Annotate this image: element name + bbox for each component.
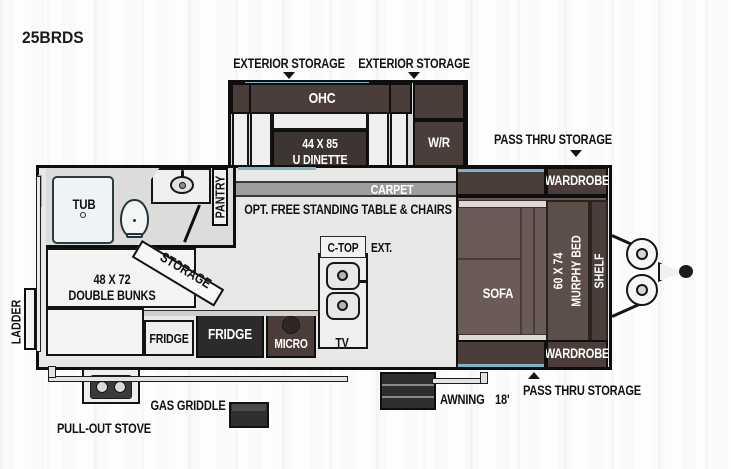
sofa-divider-1 (520, 208, 522, 334)
ladder (24, 288, 36, 350)
exterior-wall-rail-left (36, 176, 41, 352)
model-label: 25BRDS (22, 28, 84, 47)
bunks-size-label: 48 X 72 (93, 272, 131, 287)
countertop-extension (320, 236, 366, 258)
propane-tank-top-inner (636, 248, 648, 260)
slideout-wall-left (231, 83, 251, 114)
sofa-divider-2 (533, 208, 535, 334)
carpet-area (228, 181, 468, 197)
cabinet-accent (458, 169, 544, 172)
awning-arm-left (48, 366, 56, 378)
fridge-outer (144, 320, 194, 356)
hitch-ball (679, 265, 693, 278)
exterior-storage-compartment (413, 83, 465, 120)
sofa-seam (458, 258, 520, 260)
dinette-name-label: U DINETTE (292, 152, 348, 167)
wardrobe-bottom-label: WARDROBE (544, 346, 610, 361)
fridge-inner-label: FRIDGE (208, 327, 252, 343)
carpet-label: CARPET (370, 182, 414, 197)
toilet-base (126, 233, 143, 238)
tub-label: TUB (72, 196, 96, 212)
toilet-mark (133, 219, 136, 222)
micro-label: MICRO (274, 337, 308, 351)
opt-table-label: OPT. FREE STANDING TABLE & CHAIRS (244, 202, 452, 217)
shelf-label: SHELF (591, 253, 607, 289)
sink-drain (179, 182, 186, 189)
step-line-2 (382, 396, 434, 398)
pantry-label: PANTRY (212, 175, 228, 219)
arrow-exterior-storage-right (408, 72, 420, 79)
murphy-bed (546, 200, 590, 342)
kitchen-counter (144, 310, 318, 316)
overhead-cabinet (231, 83, 411, 114)
ladder-label: LADDER (8, 299, 24, 345)
gas-griddle-lid (232, 404, 266, 411)
entry-steps (380, 372, 436, 410)
wr-label: W/R (428, 134, 450, 150)
ext-label: EXT. (371, 241, 392, 255)
wall-accent-top-1 (238, 167, 316, 170)
bathtub (52, 176, 114, 244)
burner-ring-bottom (337, 300, 348, 311)
callout-pass-thru-storage-top: PASS THRU STORAGE (494, 132, 612, 147)
tub-drain (80, 212, 86, 218)
wardrobe-top (546, 167, 608, 196)
gas-griddle-label: GAS GRIDDLE (150, 398, 226, 413)
wardrobe-bottom (546, 340, 608, 369)
callout-pass-thru-storage-bottom: PASS THRU STORAGE (523, 383, 641, 398)
ctop-label: C-TOP (327, 241, 359, 255)
stove-burner-left-icon (96, 381, 108, 393)
arrow-pass-thru-bottom (528, 372, 540, 379)
tv-label: TV (335, 335, 349, 350)
pull-out-stove-label: PULL-OUT STOVE (56, 421, 152, 436)
microwave-fan-icon (282, 316, 300, 334)
pantry (212, 168, 228, 226)
faucet-icon (181, 170, 184, 177)
wr-compartment (413, 120, 465, 167)
arrow-exterior-storage-left (283, 72, 295, 79)
awning-label: AWNING (440, 392, 485, 407)
wardrobe-top-label: WARDROBE (544, 173, 610, 188)
arrow-pass-thru-top (570, 150, 582, 157)
dinette-size-label: 44 X 85 (302, 136, 338, 151)
awning-rail (48, 376, 348, 382)
propane-tank-bottom-inner (636, 284, 648, 296)
bunks-name-label: DOUBLE BUNKS (68, 288, 156, 303)
sofa-label: SOFA (482, 285, 514, 301)
stove-burner-right-icon (114, 381, 126, 393)
burner-ring-top (337, 270, 348, 281)
callout-exterior-storage-right: EXTERIOR STORAGE (358, 56, 470, 71)
dinette-back-cushion (272, 112, 368, 130)
step-line-1 (382, 384, 434, 386)
lower-bunk (46, 308, 144, 356)
propane-tank-bottom (626, 274, 658, 306)
fridge-outer-label: FRIDGE (149, 331, 189, 346)
slideout-wall-right (389, 83, 412, 114)
ohc-label: OHC (308, 90, 336, 107)
cabinet-accent-bottom (458, 364, 544, 367)
bed-size-label: 60 X 74 (550, 252, 566, 290)
toilet (120, 199, 149, 238)
stove-handle (360, 280, 367, 283)
awning-arm-right (480, 372, 488, 384)
callout-exterior-storage-left: EXTERIOR STORAGE (233, 56, 345, 71)
awning-size-label: 18' (495, 392, 510, 407)
bed-name-label: MURPHY BED (568, 235, 584, 307)
